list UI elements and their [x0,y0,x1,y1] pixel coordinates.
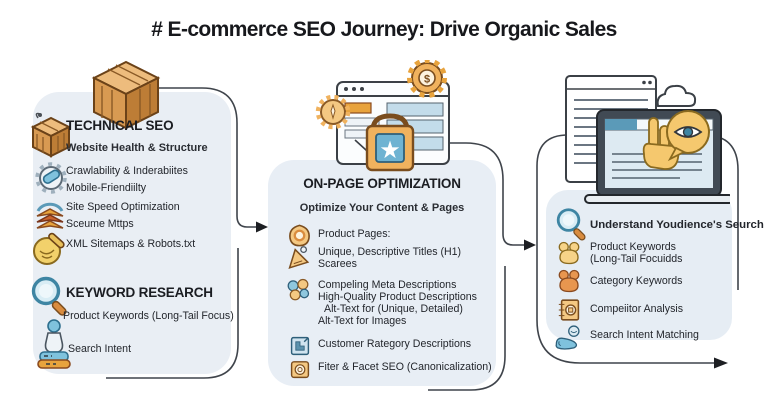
pawn-icon [34,318,72,376]
technical-item-line: Crawlability & Inderabiites [66,165,188,177]
technical-heading: TECHNICAL SEO [66,118,174,133]
technical-item-line: Mobile-Friendiilty [66,182,147,194]
technical-item-line: Site Speed Optimization [66,201,180,213]
onpage-heading: ON-PAGE OPTIMIZATION [303,176,461,191]
audience-heading: Understand Youdience's Seurch [590,219,764,231]
onpage-item-line: Customer Rategory Descriptions [318,338,472,350]
onpage-item-line: Unique, Descriptive Titles (H1) [318,246,462,258]
keyword-item-line: Search Intent [68,343,132,355]
onpage-item-line: Compeling Meta Descriptions [318,279,457,291]
technical-subheading: Website Health & Structure [66,142,208,154]
magnifier-icon [26,274,72,320]
onpage-item-line: High-Quality Product Descriptions [318,291,477,303]
camera-square-icon [288,357,312,381]
gear-doc-icon [556,296,584,324]
funnel-icon [284,244,312,272]
technical-item-line: XML Sitemaps & Robots.txt [66,238,196,250]
page-arrow-icon [288,334,312,358]
svg-text:★: ★ [379,136,401,164]
speed-icon [32,197,68,233]
shield-ring-icon [286,222,313,249]
paw-yellow-icon [554,238,584,268]
onpage-item-line: Alt-Text for (Unique, Detailed) [324,303,463,315]
audience-item-line: Compeiitor Analysis [590,303,684,315]
page-title: # E-commerce SEO Journey: Drive Organic … [151,18,617,41]
onpage-item-line: Product Pages: [318,228,391,240]
keyword-item-line: Product Keywords (Long-Tail Focus) [63,310,234,322]
audience-item-line: Product Keywords [590,241,676,253]
audience-item-line: Search Intent Matching [590,329,699,341]
crate-icon [28,110,74,160]
magnifier-icon [552,206,590,244]
onpage-item-line: Scarees [318,258,357,270]
technical-item-line: Sceume Mttps [66,218,134,230]
paw-orange-icon [554,266,584,296]
sitemap-icon [30,228,70,268]
arrowheads [256,221,728,369]
onpage-item-line: Alt-Text for Images [318,315,407,327]
laptop-scene [552,62,730,204]
browser-opt-scene: $ ★ [315,60,455,175]
onpage-subheading: Optimize Your Content & Pages [299,202,465,214]
svg-text:$: $ [424,74,430,86]
gear-crawl-icon [34,159,68,195]
keyword-heading: KEYWORD RESEARCH [66,285,213,300]
cube-icon [88,56,164,132]
onpage-item-line: Fiter & Facet SEO (Canonicalization) [318,361,492,373]
handset-icon [552,322,584,352]
grapes-icon [284,276,312,304]
audience-item-line: Category Keywords [590,275,683,287]
audience-item-line: (Long-Tail Focuidds [590,253,683,265]
